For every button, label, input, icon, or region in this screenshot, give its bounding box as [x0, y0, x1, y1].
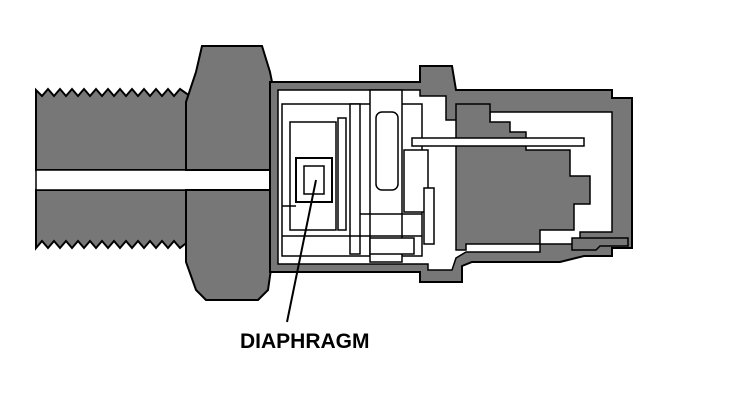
pressure-port-bore [35, 169, 271, 191]
spring-contact [423, 187, 435, 245]
sense-plate-left [337, 117, 347, 231]
capsule [375, 111, 399, 191]
diaphragm-leader-line [286, 179, 317, 323]
base-block [369, 237, 415, 255]
lower-thread-body [35, 189, 191, 251]
diaphragm-label: DIAPHRAGM [240, 330, 370, 353]
sense-plate-middle [349, 103, 361, 255]
hex-nut [185, 45, 273, 301]
threaded-fitting [35, 87, 191, 251]
upper-thread-body [35, 87, 191, 171]
terminal-pin [411, 137, 585, 147]
connector-latch [571, 237, 629, 251]
hex-nut-lower [185, 189, 273, 301]
contact-block [403, 149, 429, 213]
hex-nut-upper [185, 45, 273, 171]
